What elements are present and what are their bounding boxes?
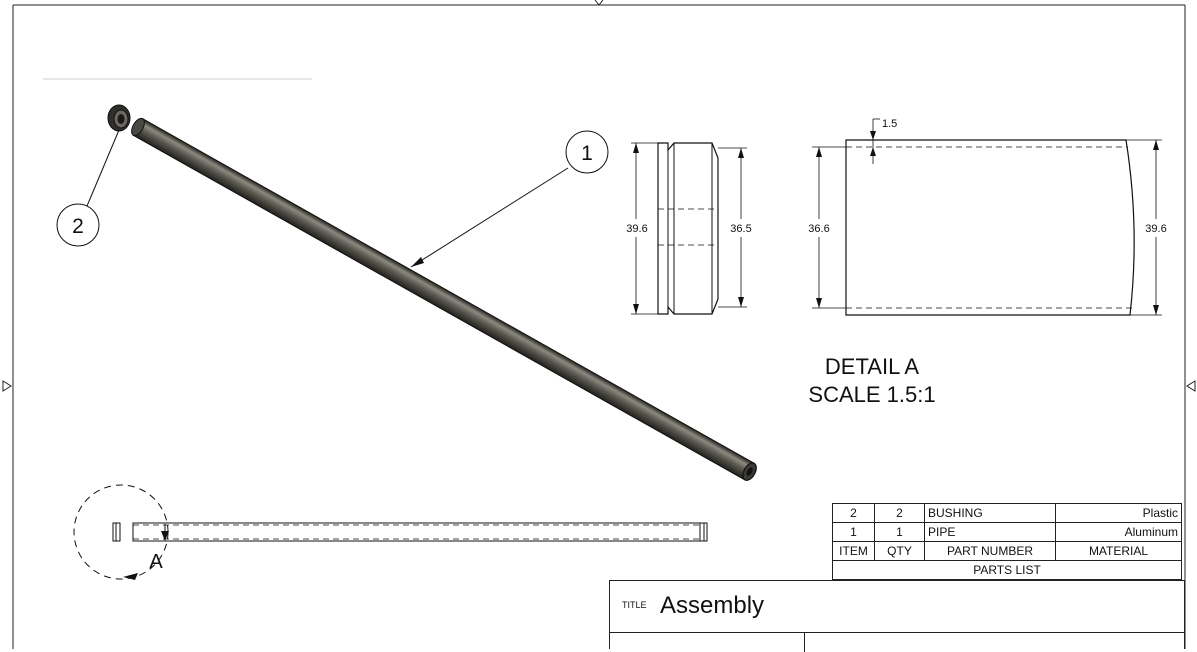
detail-bushing-view: 39.6 36.5 <box>626 142 752 315</box>
pipe-iso-view <box>131 117 757 481</box>
part-number-cell: BUSHING <box>924 503 1056 523</box>
header-part-number: PART NUMBER <box>924 541 1056 561</box>
item-cell: 2 <box>832 503 875 523</box>
part-number-cell: PIPE <box>924 522 1056 542</box>
item-cell: 1 <box>832 522 875 542</box>
title-block: TITLE Assembly <box>609 580 1185 652</box>
dim-pipe-od: 39.6 <box>1145 223 1166 235</box>
balloon-1: 1 <box>410 130 609 268</box>
qty-cell: 1 <box>874 522 925 542</box>
balloon-2-number: 2 <box>72 215 84 238</box>
dim-bushing-od: 39.6 <box>626 223 647 235</box>
qty-cell: 2 <box>874 503 925 523</box>
section-label-a: A <box>149 551 163 573</box>
detail-scale: SCALE 1.5:1 <box>808 382 936 407</box>
balloon-1-number: 1 <box>581 142 593 165</box>
title-value: Assembly <box>660 592 765 619</box>
dim-wall-thickness: 1.5 <box>882 118 897 130</box>
parts-list-caption: PARTS LIST <box>832 560 1182 580</box>
detail-label: DETAIL A SCALE 1.5:1 <box>792 353 952 409</box>
header-item: ITEM <box>832 541 875 561</box>
title-label: TITLE <box>622 600 647 610</box>
title-block-column-divider <box>804 632 805 652</box>
detail-pipe-view: 36.6 39.6 1.5 <box>808 118 1167 316</box>
table-row: 2 2 BUSHING Plastic <box>832 503 1182 523</box>
parts-list-table: 2 2 BUSHING Plastic 1 1 PIPE Aluminum IT… <box>832 503 1182 580</box>
center-marks <box>2 0 1196 392</box>
table-header-row: ITEM QTY PART NUMBER MATERIAL <box>832 541 1182 561</box>
material-cell: Plastic <box>1055 503 1182 523</box>
header-qty: QTY <box>874 541 925 561</box>
bushing-iso-view <box>107 104 131 132</box>
assembly-side-view: A <box>73 484 708 580</box>
dim-bushing-neck: 36.5 <box>730 223 751 235</box>
material-cell: Aluminum <box>1055 522 1182 542</box>
table-row: 1 1 PIPE Aluminum <box>832 522 1182 542</box>
title-block-divider <box>610 632 1184 633</box>
detail-title: DETAIL A <box>824 354 920 379</box>
balloon-2: 2 <box>56 129 120 247</box>
dim-pipe-id: 36.6 <box>808 223 829 235</box>
table-caption-row: PARTS LIST <box>832 560 1182 580</box>
header-material: MATERIAL <box>1055 541 1182 561</box>
